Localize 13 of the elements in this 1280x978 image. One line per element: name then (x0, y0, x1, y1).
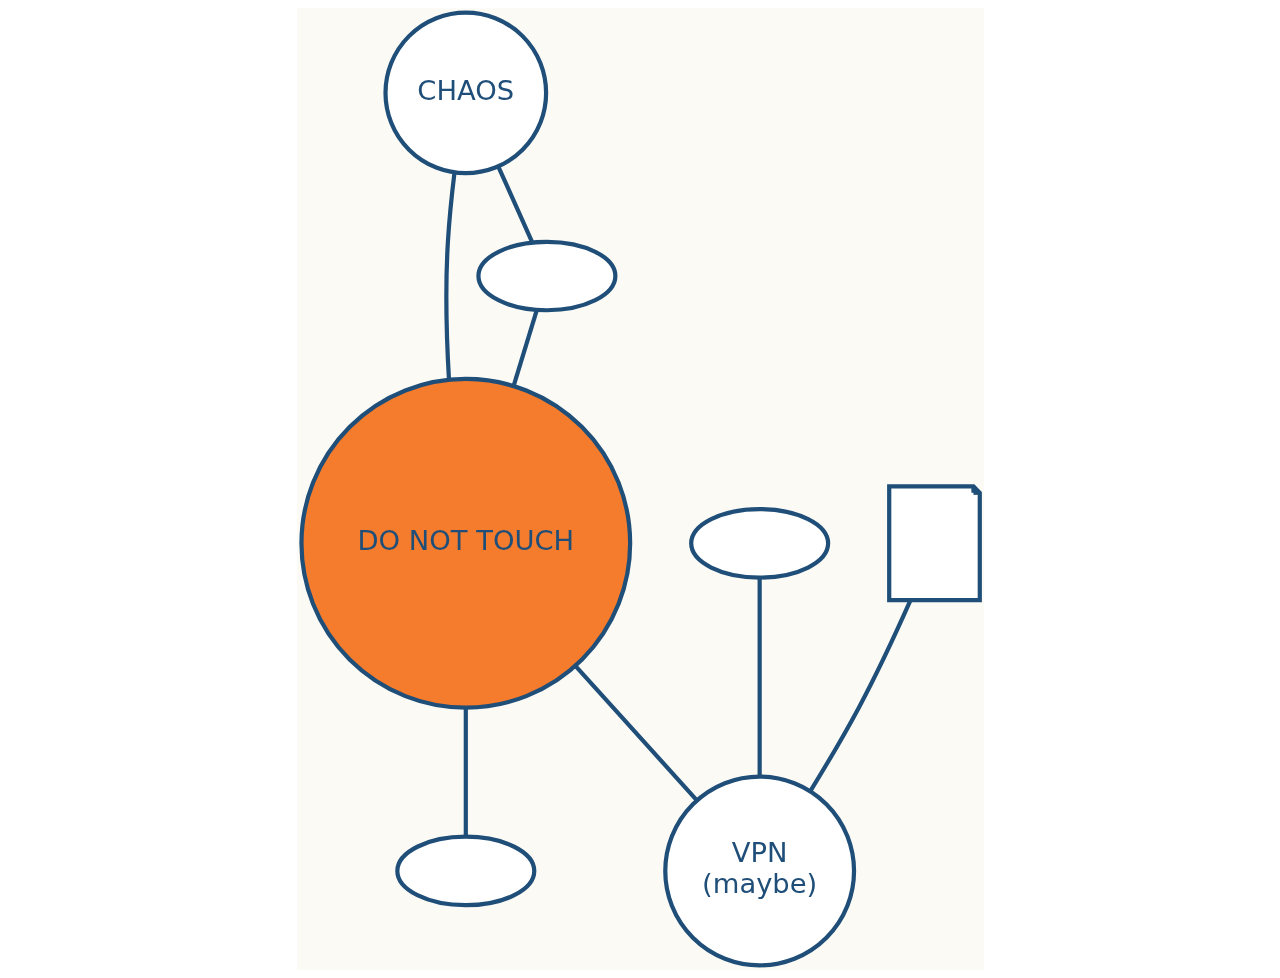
connector (463, 708, 468, 837)
connector (443, 172, 457, 380)
node-circle: VPN (maybe) (662, 774, 856, 968)
node-cloud (394, 834, 536, 908)
connector (511, 309, 539, 387)
node-circle: DO NOT TOUCH (298, 376, 632, 710)
node-circle: CHAOS (382, 10, 548, 176)
node-cloud (475, 239, 617, 313)
connector (757, 577, 762, 777)
node-cloud (688, 506, 830, 580)
connector (495, 165, 534, 244)
connector (573, 664, 698, 802)
connector (808, 599, 912, 793)
